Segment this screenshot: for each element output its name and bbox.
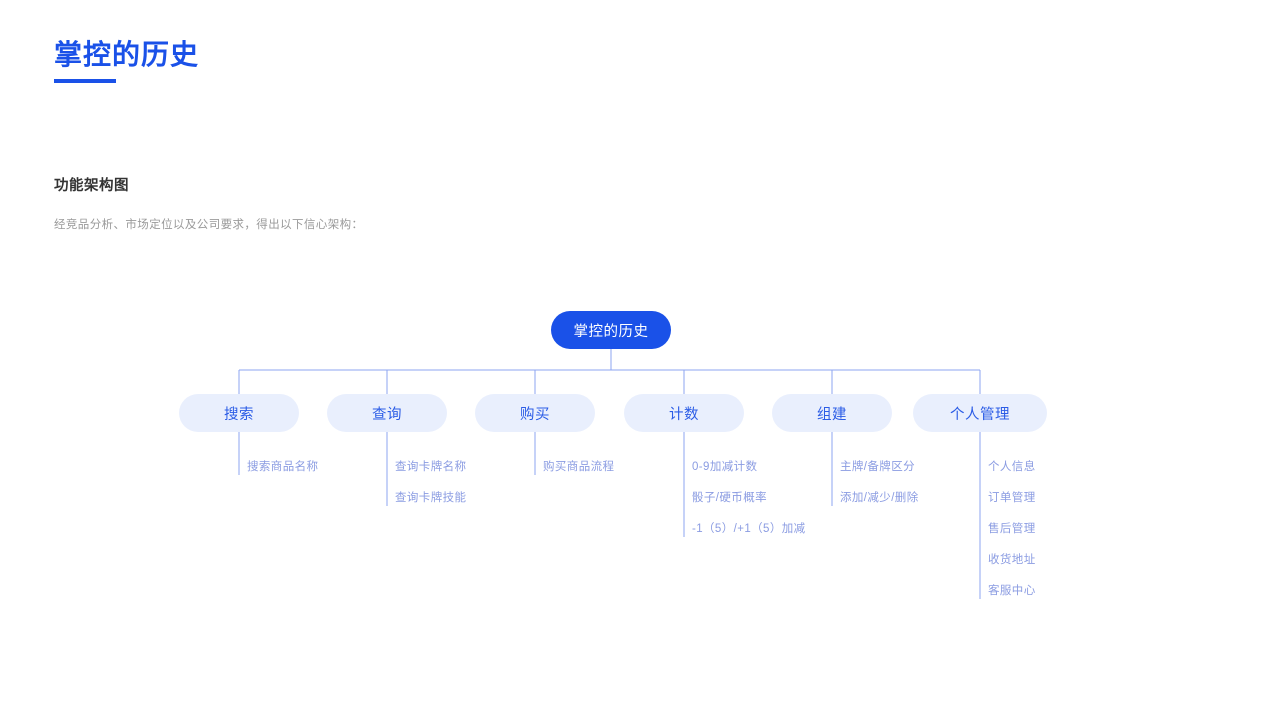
tree-leaf-node[interactable]: 查询卡牌技能 xyxy=(395,492,467,504)
tree-leaf-node[interactable]: 售后管理 xyxy=(988,523,1036,535)
tree-leaf-node[interactable]: 查询卡牌名称 xyxy=(395,461,467,473)
tree-leaf-node[interactable]: 搜索商品名称 xyxy=(247,461,319,473)
tree-leaf-node[interactable]: 骰子/硬币概率 xyxy=(692,492,767,504)
section-heading: 功能架构图 xyxy=(54,178,129,194)
tree-branch-node-4[interactable]: 计数 xyxy=(624,394,744,432)
tree-leaf-node[interactable]: 订单管理 xyxy=(988,492,1036,504)
section-description: 经竞品分析、市场定位以及公司要求，得出以下信心架构： xyxy=(54,219,364,231)
tree-branch-node-5[interactable]: 组建 xyxy=(772,394,892,432)
title-underline-rule xyxy=(54,79,116,83)
tree-leaf-node[interactable]: 添加/减少/删除 xyxy=(840,492,919,504)
tree-leaf-node[interactable]: 0-9加减计数 xyxy=(692,461,758,473)
tree-leaf-node[interactable]: 收货地址 xyxy=(988,554,1036,566)
tree-leaf-node[interactable]: 个人信息 xyxy=(988,461,1036,473)
tree-leaf-node[interactable]: 客服中心 xyxy=(988,585,1036,597)
tree-branch-node-2[interactable]: 查询 xyxy=(327,394,447,432)
tree-branch-node-1[interactable]: 搜索 xyxy=(179,394,299,432)
tree-leaf-node[interactable]: 主牌/备牌区分 xyxy=(840,461,915,473)
tree-leaf-node[interactable]: 购买商品流程 xyxy=(543,461,615,473)
tree-root-node[interactable]: 掌控的历史 xyxy=(551,311,671,349)
tree-leaf-node[interactable]: -1（5）/+1（5）加减 xyxy=(692,523,806,535)
tree-branch-node-6[interactable]: 个人管理 xyxy=(913,394,1047,432)
page-title: 掌控的历史 xyxy=(54,39,200,70)
tree-branch-node-3[interactable]: 购买 xyxy=(475,394,595,432)
